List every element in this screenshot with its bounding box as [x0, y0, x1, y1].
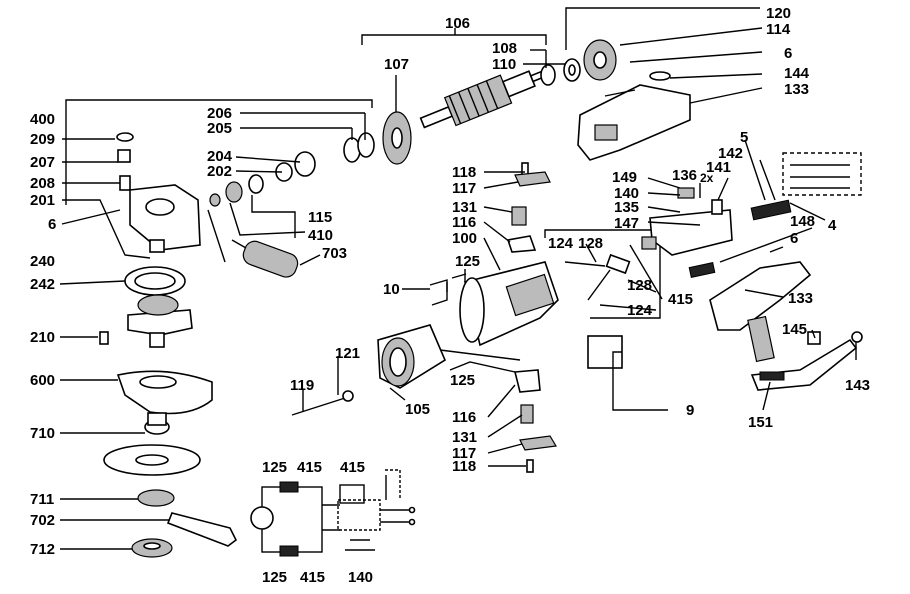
label-110: 110 [492, 56, 516, 73]
brush-holders [439, 162, 557, 473]
label-410: 410 [308, 227, 333, 244]
label-600: 600 [30, 372, 55, 389]
label-151: 151 [748, 414, 773, 431]
label-116-top: 116 [452, 214, 476, 231]
label-415-schematic-top: 415 [297, 459, 322, 476]
label-117-bottom: 117 [452, 445, 476, 462]
label-117-top: 117 [452, 180, 476, 197]
rear-handle [641, 139, 863, 391]
label-205: 205 [207, 120, 232, 137]
label-140-schematic: 140 [348, 569, 373, 586]
label-209: 209 [30, 131, 55, 148]
label-207: 207 [30, 154, 55, 171]
leader-lines [59, 27, 857, 550]
label-133-bottom: 133 [788, 290, 813, 307]
label-710: 710 [30, 425, 55, 442]
label-105: 105 [405, 401, 430, 418]
label-2x: 2x [700, 171, 714, 185]
label-702: 702 [30, 512, 55, 529]
label-128-right: 128 [627, 277, 652, 294]
label-4: 4 [828, 217, 837, 234]
wiring-schematic [250, 469, 416, 557]
label-133-top: 133 [784, 81, 809, 98]
label-141: 141 [706, 159, 731, 176]
label-115: 115 [308, 209, 332, 226]
label-240: 240 [30, 253, 55, 270]
label-120: 120 [766, 5, 791, 22]
label-10: 10 [383, 281, 400, 298]
label-143: 143 [845, 377, 870, 394]
label-125-mid: 125 [450, 372, 475, 389]
label-108: 108 [492, 40, 517, 57]
label-124-top: 124 [548, 235, 574, 252]
label-118-bottom: 118 [452, 458, 476, 475]
label-703: 703 [322, 245, 347, 262]
label-131-top: 131 [452, 199, 477, 216]
motor-housing-top [577, 71, 691, 161]
label-118-top: 118 [452, 164, 476, 181]
label-124-right: 124 [627, 302, 653, 319]
label-116-bottom: 116 [452, 409, 476, 426]
label-712: 712 [30, 541, 55, 558]
label-149: 149 [612, 169, 637, 186]
label-5: 5 [740, 129, 748, 146]
label-242: 242 [30, 276, 55, 293]
label-131-bottom: 131 [452, 429, 477, 446]
label-140-right: 140 [614, 185, 639, 202]
label-400: 400 [30, 111, 55, 128]
label-148: 148 [790, 213, 815, 230]
label-210: 210 [30, 329, 55, 346]
label-106: 106 [445, 15, 470, 32]
label-415-schematic-bottom: 415 [300, 569, 325, 586]
label-147: 147 [614, 215, 639, 232]
label-9: 9 [686, 402, 694, 419]
label-119: 119 [290, 377, 314, 394]
label-107: 107 [384, 56, 409, 73]
label-142: 142 [718, 145, 743, 162]
label-144: 144 [784, 65, 810, 82]
label-6-right: 6 [790, 230, 798, 247]
label-128-top: 128 [578, 235, 603, 252]
label-6-top: 6 [784, 45, 792, 62]
label-145: 145 [782, 321, 807, 338]
label-121: 121 [335, 345, 360, 362]
label-204: 204 [207, 148, 233, 165]
label-415-right: 415 [668, 291, 693, 308]
label-125-schematic-top: 125 [262, 459, 287, 476]
label-208: 208 [30, 175, 55, 192]
label-136: 136 [672, 167, 697, 184]
label-711: 711 [30, 491, 54, 508]
label-135: 135 [614, 199, 639, 216]
label-125-top: 125 [455, 253, 480, 270]
label-6-left: 6 [48, 216, 56, 233]
label-202: 202 [207, 163, 232, 180]
label-201: 201 [30, 192, 55, 209]
label-125-schematic-bottom: 125 [262, 569, 287, 586]
part-number-labels: 120 114 106 108 110 107 6 144 133 400 20… [30, 5, 870, 586]
label-100: 100 [452, 230, 477, 247]
label-206: 206 [207, 105, 232, 122]
armature-group [343, 7, 760, 165]
label-114: 114 [766, 21, 791, 38]
label-415-schematic-right: 415 [340, 459, 365, 476]
gear-head [65, 99, 373, 558]
